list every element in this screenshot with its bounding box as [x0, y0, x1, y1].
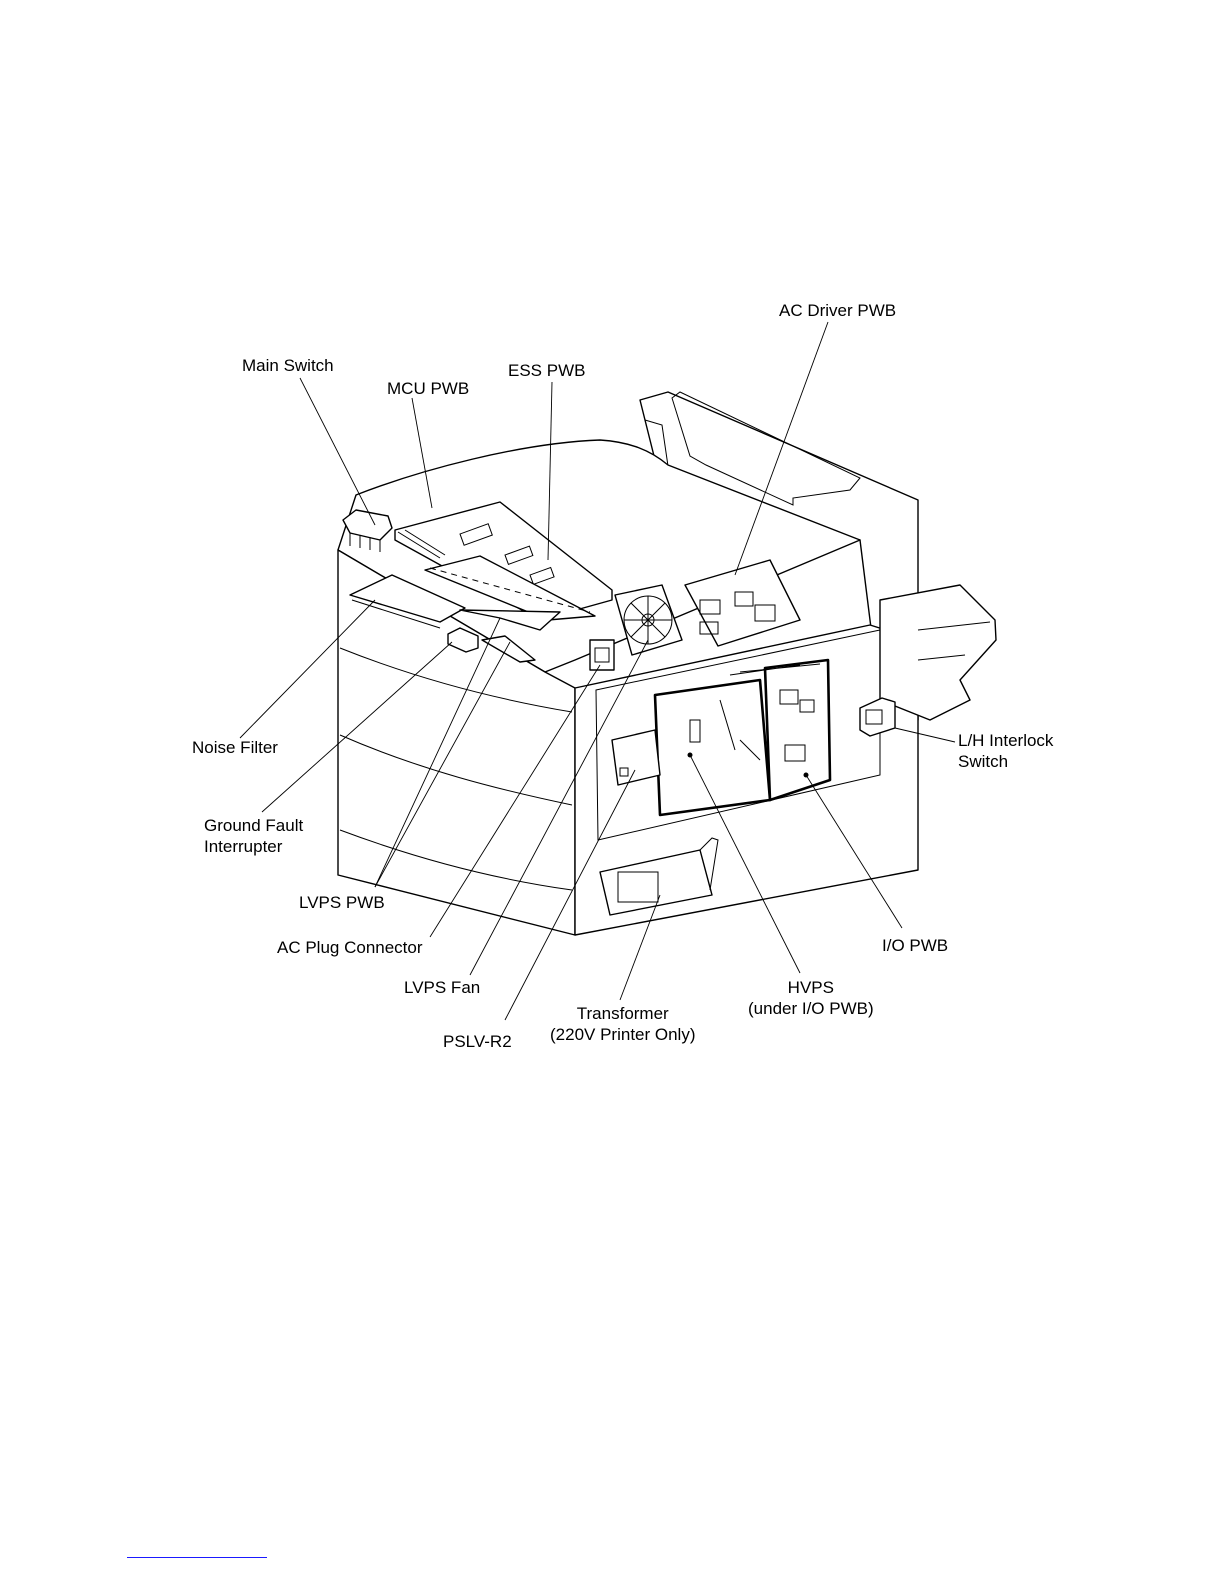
ac-plug-connector-component	[590, 640, 614, 670]
label-ess-pwb: ESS PWB	[508, 360, 585, 381]
label-noise-filter: Noise Filter	[192, 737, 278, 758]
leader-main-switch	[300, 378, 375, 525]
label-lh-interlock-switch: L/H Interlock Switch	[958, 730, 1053, 772]
label-lvps-fan: LVPS Fan	[404, 977, 480, 998]
label-mcu-pwb: MCU PWB	[387, 378, 469, 399]
label-ac-plug-connector: AC Plug Connector	[277, 937, 423, 958]
io-pwb-board	[765, 660, 830, 800]
label-pslv-r2: PSLV-R2	[443, 1031, 512, 1052]
label-lvps-pwb: LVPS PWB	[299, 892, 385, 913]
label-ac-driver-pwb: AC Driver PWB	[779, 300, 896, 321]
footer-link-rule	[127, 1557, 267, 1558]
label-io-pwb: I/O PWB	[882, 935, 948, 956]
label-hvps: HVPS (under I/O PWB)	[748, 977, 874, 1019]
output-tray	[880, 585, 996, 720]
hvps-board	[655, 680, 770, 815]
label-ground-fault-interrupter: Ground Fault Interrupter	[204, 815, 303, 857]
printer-body	[338, 392, 996, 935]
label-main-switch: Main Switch	[242, 355, 334, 376]
pslv-r2-component	[612, 730, 660, 785]
label-transformer: Transformer (220V Printer Only)	[550, 1003, 696, 1045]
